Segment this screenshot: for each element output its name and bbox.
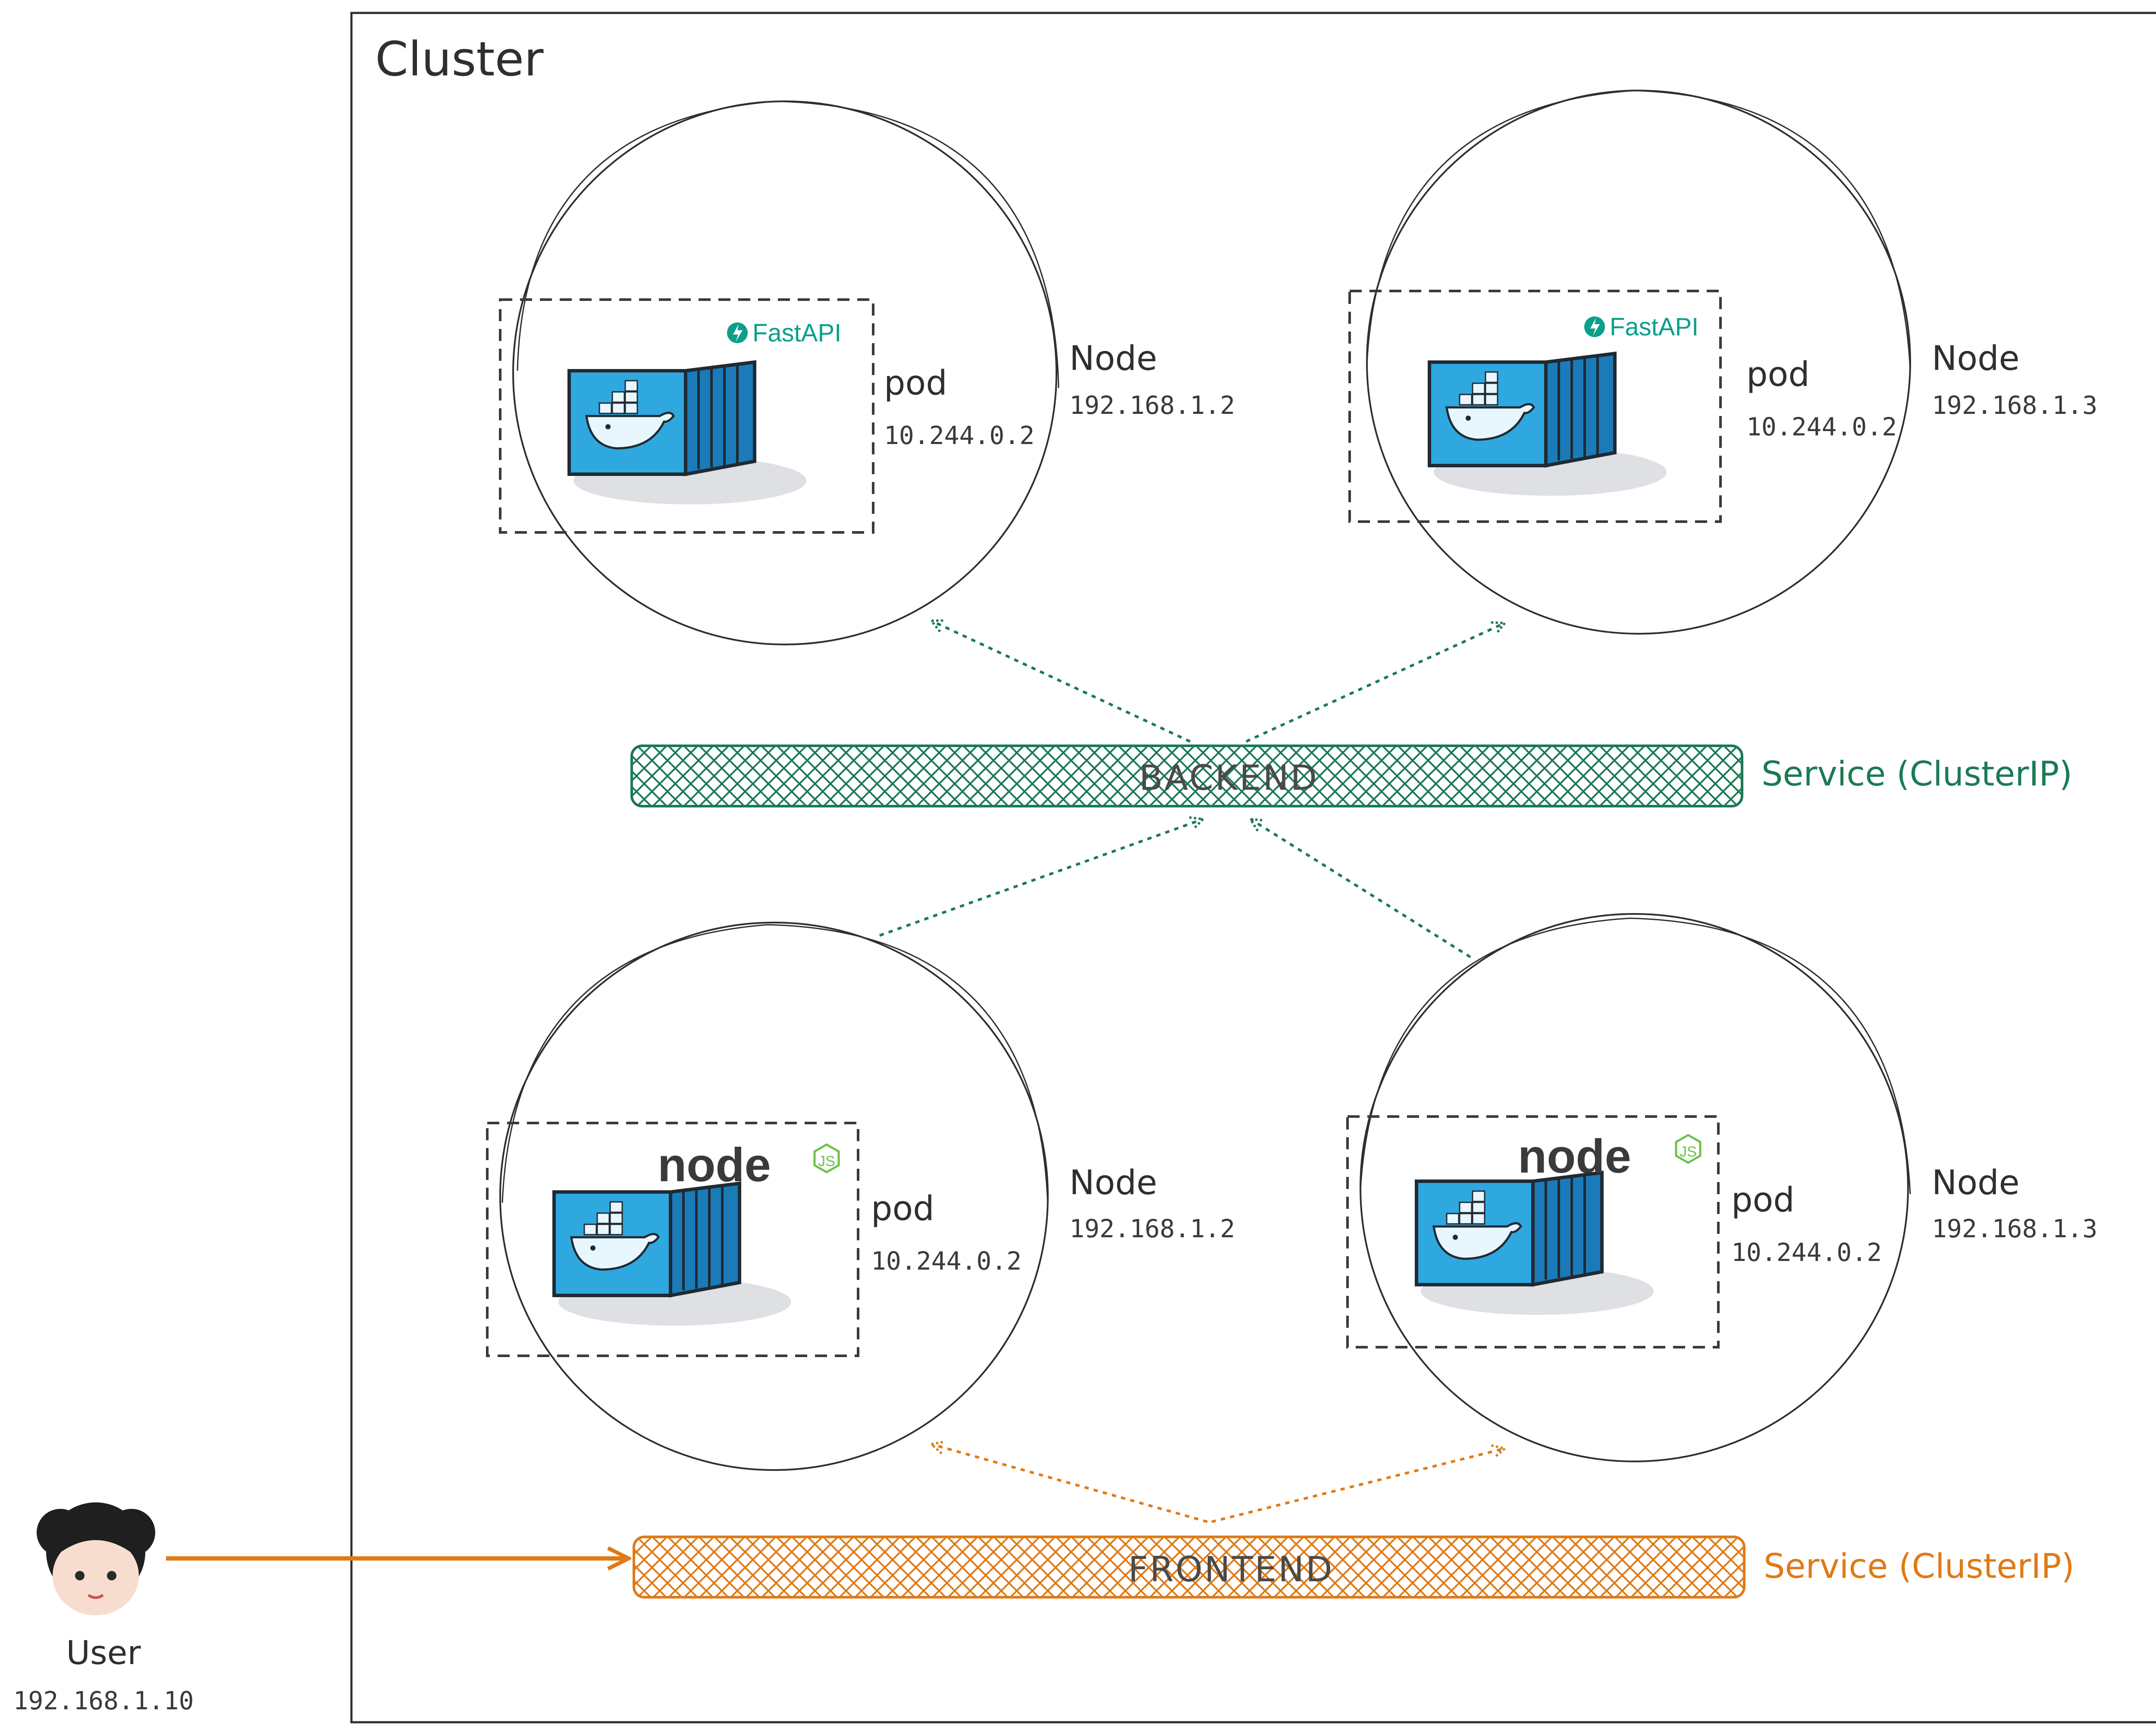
pod-ip: 10.244.0.2 (884, 421, 1034, 450)
pod-ip: 10.244.0.2 (871, 1246, 1022, 1276)
user-ip: 192.168.1.10 (13, 1686, 194, 1715)
frontend-node-1: node JS pod 10.244.0.2 Node 192.168.1.2 (486, 922, 1235, 1471)
nodejs-logo: node JS (1518, 1130, 1702, 1183)
pod-box (486, 1122, 859, 1357)
pod-label: pod (1731, 1181, 1795, 1220)
frontend-service-name: FRONTEND (1128, 1549, 1334, 1589)
backend-service: BACKEND Service (ClusterIP) (630, 745, 2072, 807)
node-label: Node (1069, 1164, 1157, 1202)
backend-node-1: FastAPI pod 10.244.0.2 Node 192.168.1.2 (499, 100, 1235, 645)
docker-container-icon (1429, 354, 1667, 496)
user: User 192.168.1.10 (13, 1502, 194, 1715)
docker-container-icon (569, 362, 806, 504)
frontend-node-2: node JS pod 10.244.0.2 Node 192.168.1.3 (1346, 913, 2097, 1462)
nodejs-badge: JS (818, 1153, 835, 1170)
user-label: User (66, 1633, 141, 1672)
node-ip: 192.168.1.3 (1932, 1214, 2097, 1243)
nodejs-logo: node JS (658, 1139, 840, 1192)
frontend-service-band (633, 1536, 1745, 1599)
pod-ip: 10.244.0.2 (1731, 1238, 1882, 1267)
pod-ip: 10.244.0.2 (1746, 412, 1897, 441)
nodejs-wordmark: node (658, 1139, 771, 1192)
nodejs-badge: JS (1680, 1144, 1697, 1160)
cluster-boundary (350, 12, 2156, 1724)
nodejs-icon (813, 1143, 840, 1173)
pod-box (1348, 290, 1722, 523)
pod-label: pod (884, 364, 947, 403)
node-ip: 192.168.1.2 (1069, 391, 1235, 420)
backend-arrows (879, 621, 1505, 958)
frontend-arrows (931, 1444, 1505, 1523)
nodejs-wordmark: node (1518, 1130, 1631, 1183)
frontend-service-type: Service (ClusterIP) (1764, 1547, 2075, 1586)
docker-container-icon (1416, 1173, 1654, 1315)
fastapi-label: FastAPI (1610, 313, 1698, 341)
node-label: Node (1932, 339, 2020, 378)
backend-service-name: BACKEND (1139, 758, 1319, 798)
pod-label: pod (1746, 355, 1810, 394)
node-ip: 192.168.1.2 (1069, 1214, 1235, 1243)
pod-box (1346, 1115, 1720, 1348)
backend-service-band (630, 745, 1743, 807)
user-avatar-icon (37, 1502, 155, 1615)
cluster-label: Cluster (375, 31, 544, 87)
node-label: Node (1069, 339, 1157, 378)
frontend-service: FRONTEND Service (ClusterIP) (633, 1536, 2075, 1599)
docker-container-icon (554, 1183, 791, 1326)
fastapi-label: FastAPI (752, 319, 841, 347)
backend-node-2: FastAPI pod 10.244.0.2 Node 192.168.1.3 (1348, 90, 2097, 635)
node-ip: 192.168.1.3 (1932, 391, 2097, 420)
pod-box (499, 298, 874, 534)
nodejs-icon (1675, 1134, 1702, 1164)
node-label: Node (1932, 1164, 2020, 1202)
backend-service-type: Service (ClusterIP) (1761, 755, 2072, 794)
fastapi-logo: FastAPI (1584, 313, 1698, 341)
fastapi-logo: FastAPI (727, 319, 841, 347)
pod-label: pod (871, 1189, 934, 1228)
